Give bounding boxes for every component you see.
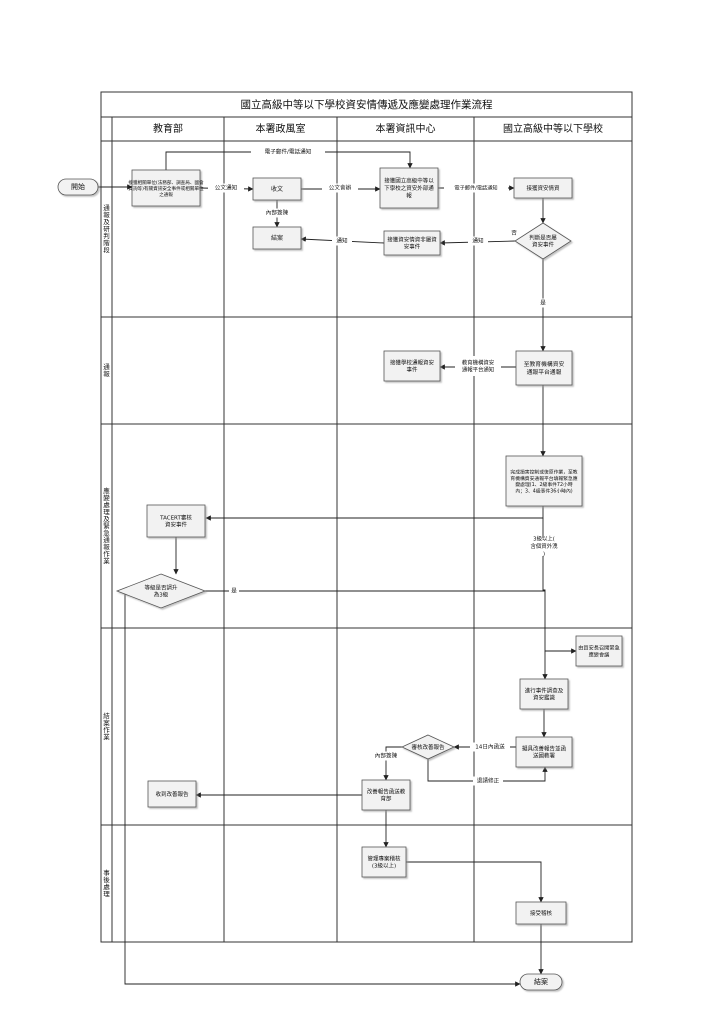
decision-label-review: 審核改善報告 xyxy=(411,743,445,751)
diagram-frame xyxy=(100,91,633,943)
edge-label-backing xyxy=(332,236,352,246)
process-label-audit: 接受稽核 xyxy=(530,909,553,917)
connector-lines: 電子郵件/電話通知公文通知公文會辦電子郵件/電話通知內部簽陳通知否通知是教育機構… xyxy=(98,147,577,987)
process-label-it_receive_report: 接獲學校通報資安事件 xyxy=(390,358,435,373)
edge-label-backing xyxy=(537,298,549,308)
manage-to-audit xyxy=(406,861,544,903)
edge-label-backing xyxy=(262,208,292,218)
process-label-send_moe: 改善報告函送教育部 xyxy=(367,787,406,802)
process-label-it_receive_non: 接獲資安情資非屬資安事件 xyxy=(387,235,437,250)
phase-label: 通報及研判階段 xyxy=(103,203,110,254)
process-label-school_receive: 接獲資安情資 xyxy=(526,184,560,192)
edge-label-backing xyxy=(473,776,503,786)
process-label-receive_report: 收到改善報告 xyxy=(155,790,189,798)
edge-label-backing xyxy=(229,586,239,596)
decision-review xyxy=(401,734,455,760)
edge-label-backing xyxy=(520,538,568,556)
phase-label: 應變處理及緊急通報作業 xyxy=(103,486,110,565)
process-label-report: 擬具改善報告並函送國教署 xyxy=(522,744,567,759)
lane-header: 本署政風室 xyxy=(256,122,306,135)
edge-label-within14: 14日內函送 xyxy=(475,743,505,751)
process-label-emergency: 完成損害控制或復原作業，至教育機構資安通報平台填報緊急應變處理(1、2級事件72… xyxy=(510,468,577,494)
phase-label: 結案作業 xyxy=(103,711,110,741)
edge-label-doc_notice: 公文通知 xyxy=(215,184,238,192)
edge-label-revise: 退請修正 xyxy=(477,777,500,785)
edge-label-yes2: 是 xyxy=(231,588,237,595)
edge-label-grade3: 3級以上(含個資外洩) xyxy=(531,534,559,557)
edge-label-backing xyxy=(444,183,508,193)
process-box-receive_report xyxy=(147,780,197,808)
process-box-audit xyxy=(515,901,567,925)
process-box-platform xyxy=(515,350,573,386)
decision-label-grade_check: 等級是否調升為3級 xyxy=(144,583,178,598)
edge-label-platform_notice: 教育機構資安通報平台通知 xyxy=(462,358,495,373)
edge-label-yes1: 是 xyxy=(540,300,546,307)
edge-label-doc_forward: 公文會辦 xyxy=(329,184,352,192)
edge-label-notice2: 通知 xyxy=(336,237,348,245)
process-box-it_receive_non xyxy=(383,230,441,256)
process-box-close1 xyxy=(252,226,302,250)
edge-label-backing xyxy=(468,236,488,246)
edge-label-no1: 否 xyxy=(511,230,517,237)
decision-grade_check xyxy=(115,573,207,609)
process-label-investigate: 進行事件調查及資安鑑識 xyxy=(525,686,564,701)
process-label-moe_notice: 接獲相關單位(法務部、調查局、國會質詢等)有關資訊安全事件或相關單位之通報 xyxy=(128,178,204,197)
terminal-start xyxy=(57,178,99,196)
lane-header: 本署資訊中心 xyxy=(376,122,436,135)
decision-judge xyxy=(514,222,572,260)
process-box-emergency xyxy=(505,455,583,507)
process-box-it_receive_report xyxy=(383,350,441,382)
terminal-label-end: 結案 xyxy=(534,977,548,986)
edge-label-notice1: 通知 xyxy=(472,237,484,245)
review-to-send xyxy=(383,746,402,781)
process-box-meeting xyxy=(575,635,623,667)
process-box-receive_doc xyxy=(252,177,302,201)
process-box-investigate xyxy=(519,678,569,710)
phase-label: 通報 xyxy=(103,362,110,378)
process-box-school_receive xyxy=(513,177,573,199)
flow-nodes: 開始接獲相關單位(法務部、調查局、國會質詢等)有關資訊安全事件或相關單位之通報收… xyxy=(57,167,623,991)
lane-header: 國立高級中等以下學校 xyxy=(503,122,603,135)
process-label-platform: 至教育機構資安通報平台通報 xyxy=(524,360,565,376)
process-box-receive_unit xyxy=(379,167,439,209)
process-label-receive_unit: 接獲國立高級中等以下學校之資安外部通報 xyxy=(384,176,434,199)
process-label-manage: 管理專案稽核(3級以上) xyxy=(367,854,401,869)
emergency-to-tacert xyxy=(205,506,544,521)
terminal-end xyxy=(519,973,563,991)
grade-to-meeting xyxy=(542,518,577,654)
edge-label-backing xyxy=(251,147,325,157)
edge-label-backing xyxy=(371,751,401,761)
edge-label-internal2: 內部簽陳 xyxy=(375,752,398,760)
edge-label-internal: 內部簽陳 xyxy=(266,209,289,217)
process-box-send_moe xyxy=(361,779,411,811)
edge-label-backing xyxy=(470,742,510,752)
process-box-report xyxy=(515,736,573,768)
lane-header: 教育部 xyxy=(153,122,183,135)
process-box-moe_notice xyxy=(131,169,201,207)
decision-label-judge: 判斷是否屬資安事件 xyxy=(529,233,557,248)
process-label-tacert: TACERT審核資安事件 xyxy=(159,513,192,528)
terminal-label-start: 開始 xyxy=(71,182,85,191)
edge-label-backing xyxy=(455,356,501,376)
process-label-close1: 結案 xyxy=(271,234,283,242)
process-box-tacert xyxy=(146,504,206,538)
process-label-meeting: 由資安長召開緊急應變會議 xyxy=(578,643,620,658)
edge-label-backing xyxy=(322,183,358,193)
process-label-receive_doc: 收文 xyxy=(271,185,283,193)
process-box-manage xyxy=(361,846,407,878)
edge-label-email_phone: 電子郵件/電話通知 xyxy=(265,148,312,156)
diagram-title: 國立高級中等以下學校資安情傳遞及應變處理作業流程 xyxy=(241,98,493,111)
edge-label-email_phone2: 電子郵件/電話通知 xyxy=(454,184,497,192)
phase-label: 事後處理 xyxy=(103,868,110,898)
edge-label-backing xyxy=(208,183,244,193)
